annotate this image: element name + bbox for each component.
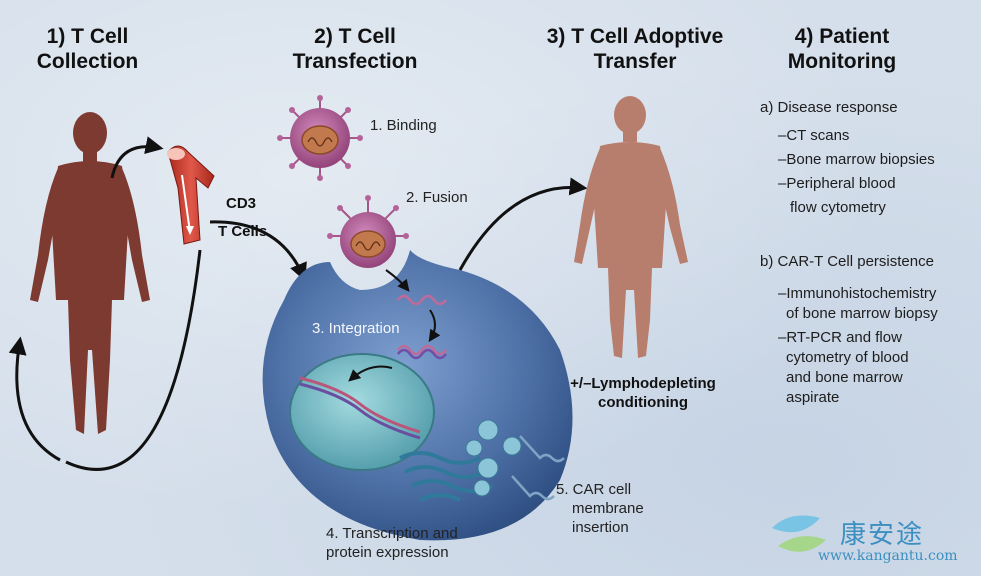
heading-step4: 4) Patient Monitoring: [762, 24, 922, 74]
monitoring-b-item: cytometry of blood: [786, 349, 909, 366]
label-conditioning: +/–Lymphodepleting conditioning: [556, 374, 730, 412]
heading-step2-line2: Transfection: [292, 50, 418, 73]
t-cell: [262, 250, 573, 541]
heading-step1: 1) T Cell Collection: [10, 24, 165, 74]
patient-figure-transfer: [574, 96, 688, 358]
monitoring-a-item: –Peripheral blood: [778, 175, 896, 192]
monitoring-b-item: of bone marrow biopsy: [786, 305, 938, 322]
heading-step3-line2: Transfer: [593, 50, 677, 73]
heading-step3: 3) T Cell Adoptive Transfer: [530, 24, 740, 74]
label-car-line2: membrane: [572, 500, 644, 517]
heading-step2: 2) T Cell Transfection: [270, 24, 440, 74]
heading-step2-line1: 2) T Cell: [314, 25, 396, 48]
label-car-line3: insertion: [572, 519, 629, 536]
virus-binding: [277, 95, 363, 181]
heading-step4-line1: 4) Patient: [794, 25, 890, 48]
label-transcription-line2: protein expression: [326, 544, 449, 561]
heading-step1-line2: Collection: [36, 50, 139, 73]
watermark-chinese: 康安途: [840, 520, 925, 550]
monitoring-a-item: flow cytometry: [790, 199, 886, 216]
monitoring-b-item: –RT-PCR and flow: [778, 329, 902, 346]
label-cd3: CD3: [226, 195, 257, 212]
monitoring-b-title: b) CAR-T Cell persistence: [760, 253, 934, 270]
monitoring-a-item: –Bone marrow biopsies: [778, 151, 935, 168]
label-transcription: 4. Transcription and protein expression: [326, 524, 458, 562]
label-conditioning-line2: conditioning: [598, 394, 688, 411]
monitoring-b-item: aspirate: [786, 389, 840, 406]
label-binding: 1. Binding: [370, 117, 437, 134]
monitoring-a-item: –CT scans: [778, 127, 850, 144]
label-car-line1: 5. CAR cell: [556, 481, 632, 498]
monitoring-b-item: and bone marrow: [786, 369, 903, 386]
heading-step3-line1: 3) T Cell Adoptive: [546, 25, 724, 48]
monitoring-section-a: a) Disease response –CT scans –Bone marr…: [760, 98, 935, 218]
label-transcription-line1: 4. Transcription and: [326, 525, 458, 542]
heading-step1-line1: 1) T Cell: [46, 25, 129, 48]
heading-step4-line2: Monitoring: [787, 50, 897, 73]
label-conditioning-line1: +/–Lymphodepleting: [570, 375, 716, 392]
watermark-leaf-icon: [772, 515, 826, 552]
watermark-url: www.kangantu.com: [818, 548, 958, 564]
label-t-cells: T Cells: [218, 223, 268, 240]
monitoring-a-title: a) Disease response: [760, 99, 898, 116]
label-integration: 3. Integration: [312, 320, 400, 337]
label-car-insertion: 5. CAR cell membrane insertion: [556, 480, 644, 537]
blood-vessel: [167, 145, 215, 245]
label-fusion: 2. Fusion: [406, 189, 468, 206]
virus-fusion: [327, 195, 409, 268]
monitoring-b-item: –Immunohistochemistry: [778, 285, 937, 302]
patient-figure-collection: [30, 112, 150, 434]
monitoring-section-b: b) CAR-T Cell persistence –Immunohistoch…: [760, 252, 938, 408]
